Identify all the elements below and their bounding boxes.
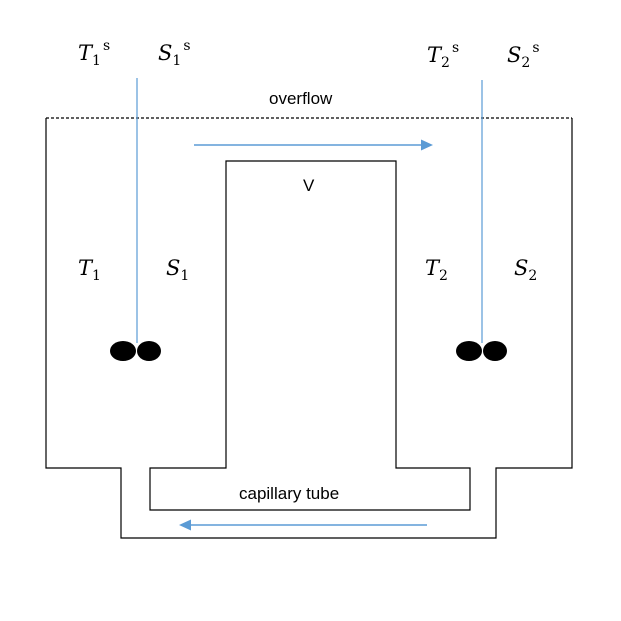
left-stirrer-icon <box>110 341 161 361</box>
volume-label: V <box>303 176 315 195</box>
container-outer-wall <box>45 118 573 539</box>
right-stirrer-icon <box>456 341 507 361</box>
top-flow-arrow <box>194 139 433 151</box>
right-probe-salinity-label: S2s <box>507 40 540 71</box>
center-divider-block <box>149 160 471 511</box>
right-probe-temperature-label: T2s <box>427 40 459 71</box>
capillary-flow-arrow <box>179 519 427 531</box>
left-probe-salinity-label: S1s <box>158 38 191 69</box>
left-probe-temperature-label: T1s <box>78 38 110 69</box>
left-reservoir-salinity-label: S1 <box>166 256 189 284</box>
overflow-label: overflow <box>269 89 333 108</box>
capillary-tube-label: capillary tube <box>239 484 339 503</box>
right-reservoir-salinity-label: S2 <box>514 256 537 284</box>
left-reservoir-temperature-label: T1 <box>78 256 101 284</box>
right-reservoir-temperature-label: T2 <box>425 256 448 284</box>
